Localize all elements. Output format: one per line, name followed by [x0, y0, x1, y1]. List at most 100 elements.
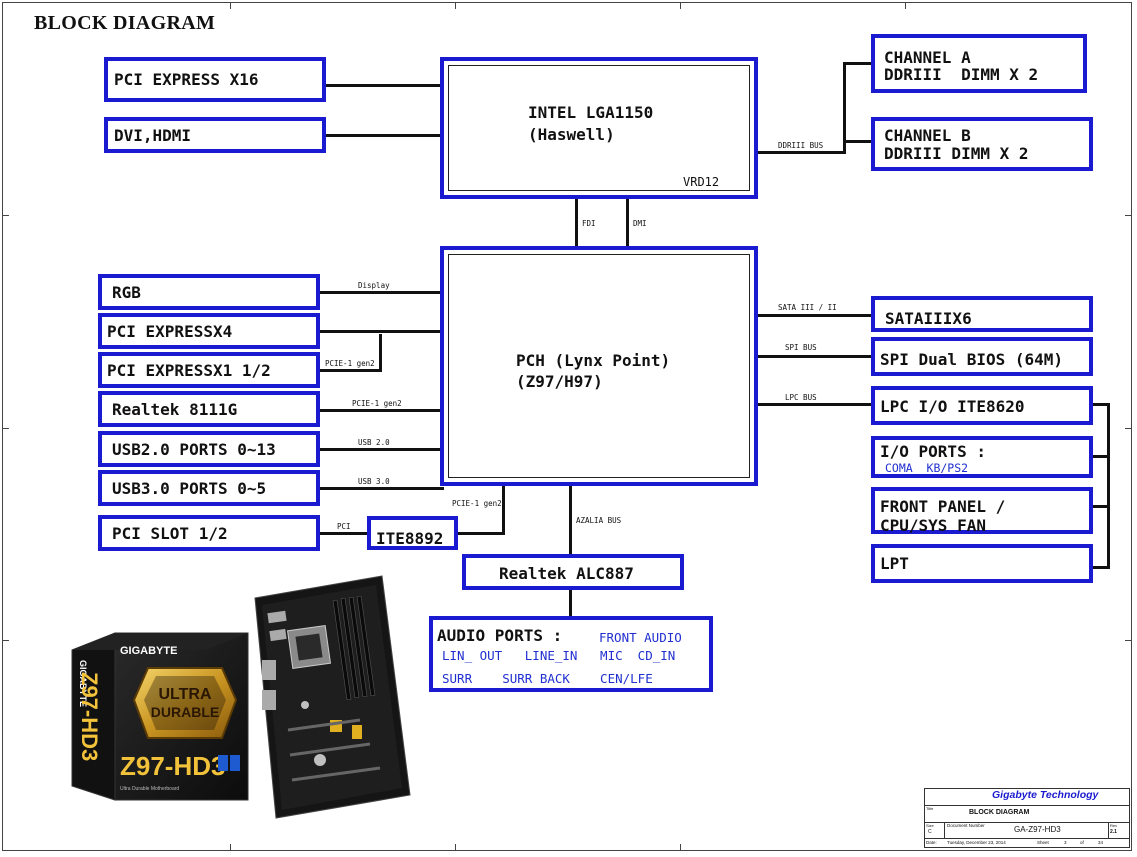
bus-label-lan: PCIE-1 gen2 — [352, 399, 402, 408]
wire-lpt — [1091, 566, 1109, 569]
block-label: I/O PORTS : — [880, 442, 986, 461]
block-audio-ports: AUDIO PORTS : FRONT AUDIO LIN_ OUT LINE_… — [429, 616, 713, 692]
block-label: RGB — [112, 283, 141, 302]
wire-front-panel — [1091, 505, 1109, 508]
rev-value: 2.1 — [1110, 829, 1117, 835]
block-dvi-hdmi: DVI,HDMI — [104, 117, 326, 153]
bus-label-spi: SPI BUS — [785, 343, 817, 352]
block-audio-codec: Realtek ALC887 — [462, 554, 684, 590]
date-value: Tuesday, December 23, 2014 — [947, 840, 1006, 845]
block-label: PCI EXPRESS X16 — [114, 70, 259, 89]
block-spi-bios: SPI Dual BIOS (64M) — [871, 337, 1093, 376]
frame-tick — [230, 844, 231, 851]
block-label: AUDIO PORTS : — [437, 626, 563, 645]
block-lpc-io: LPC I/O ITE8620 — [871, 386, 1093, 425]
frame-tick — [1125, 640, 1132, 641]
of-value: 34 — [1098, 840, 1104, 845]
block-ite8892: ITE8892 — [367, 516, 458, 550]
wire-chan-b — [843, 140, 874, 143]
audio-row-2: SURR SURR BACK CEN/LFE — [442, 671, 653, 686]
block-label: DVI,HDMI — [114, 126, 192, 145]
block-pcie-x16: PCI EXPRESS X16 — [104, 57, 326, 102]
wire-ite8892 — [455, 532, 505, 535]
title-block-rule — [924, 822, 1130, 823]
wire-pcie-x16 — [325, 84, 443, 87]
bus-label-display: Display — [358, 281, 390, 290]
block-label: SPI Dual BIOS (64M) — [880, 350, 1064, 369]
wire-io-ports — [1091, 455, 1109, 458]
block-lpt: LPT — [871, 544, 1093, 583]
bus-label-pci: PCI — [337, 522, 351, 531]
title-block-rule — [924, 805, 1130, 806]
wire-ite8892-vert — [502, 482, 505, 535]
bus-label-fdi: FDI — [582, 219, 596, 228]
block-label: USB2.0 PORTS 0~13 — [112, 440, 276, 459]
wire-ddr-vertical — [843, 62, 846, 154]
wire-fdi — [575, 197, 578, 249]
frame-tick — [2, 428, 9, 429]
block-label: SATAIIIX6 — [885, 309, 972, 328]
wire-lpc — [756, 403, 873, 406]
block-label: FRONT PANEL / — [880, 497, 1006, 516]
wire-pcie-x1 — [318, 369, 382, 372]
bus-label-dmi: DMI — [633, 219, 647, 228]
wire-pci — [318, 532, 370, 535]
block-rgb: RGB — [98, 274, 320, 310]
rev-label: Rev — [1110, 823, 1118, 828]
block-cpu: INTEL LGA1150 (Haswell) VRD12 — [440, 57, 758, 199]
size-label: Size — [926, 823, 934, 828]
block-io-ports: I/O PORTS : COMA KB/PS2 — [871, 436, 1093, 478]
block-label: Realtek ALC887 — [499, 564, 634, 583]
wire-pcie-x4 — [318, 330, 444, 333]
block-front-panel: FRONT PANEL / CPU/SYS FAN — [871, 487, 1093, 535]
block-label: CPU/SYS FAN — [880, 516, 986, 535]
bus-label-lpc: LPC BUS — [785, 393, 817, 402]
block-label: CHANNEL A — [884, 48, 971, 67]
block-label: PCI EXPRESSX1 1/2 — [107, 361, 271, 380]
wire-lan — [318, 409, 444, 412]
frame-tick — [455, 844, 456, 851]
pch-name: PCH (Lynx Point) — [516, 351, 671, 370]
wire-lpc-out — [1091, 403, 1109, 406]
block-pcie-x4: PCI EXPRESSX4 — [98, 313, 320, 349]
wire-audio-ports — [569, 589, 572, 619]
wire-azalia — [569, 482, 572, 556]
sheet-value: 3 — [1064, 840, 1067, 845]
block-pch: PCH (Lynx Point) (Z97/H97) — [440, 246, 758, 486]
date-label: Date: — [926, 840, 937, 845]
title-value: BLOCK DIAGRAM — [969, 809, 1030, 816]
cpu-name: INTEL LGA1150 — [528, 103, 654, 122]
block-label: LPT — [880, 554, 909, 573]
block-usb2: USB2.0 PORTS 0~13 — [98, 431, 320, 467]
frame-tick — [230, 2, 231, 9]
pch-inner-frame — [448, 254, 750, 478]
block-realtek-lan: Realtek 8111G — [98, 391, 320, 427]
block-channel-a: CHANNEL A DDRIII DIMM X 2 — [871, 34, 1087, 93]
block-label: Realtek 8111G — [112, 400, 238, 419]
bus-label-usb2: USB 2.0 — [358, 438, 390, 447]
block-label: CHANNEL B — [884, 126, 971, 145]
wire-ddr-bus — [756, 151, 846, 154]
block-label: PCI SLOT 1/2 — [112, 524, 228, 543]
document-number-label: Document Number — [947, 823, 985, 828]
block-pcie-x1: PCI EXPRESSX1 1/2 — [98, 352, 320, 388]
title-label: Title — [926, 806, 934, 811]
bus-label-usb3: USB 3.0 — [358, 477, 390, 486]
diagram-title: BLOCK DIAGRAM — [34, 12, 216, 34]
pch-model: (Z97/H97) — [516, 372, 603, 391]
cpu-codename: (Haswell) — [528, 125, 615, 144]
block-pci-slot: PCI SLOT 1/2 — [98, 515, 320, 551]
bus-label-sata: SATA III / II — [778, 303, 837, 312]
wire-spi — [756, 355, 873, 358]
wire-usb2 — [318, 448, 444, 451]
frame-tick — [2, 640, 9, 641]
bus-label-azalia: AZALIA BUS — [576, 516, 622, 525]
bus-label-ite8892: PCIE-1 gen2 — [452, 499, 502, 508]
wire-pcie-x1-vert — [379, 334, 382, 372]
title-block-rule — [924, 838, 1130, 839]
of-label: of — [1080, 840, 1084, 845]
bus-label-ddr: DDRIII BUS — [778, 141, 824, 150]
document-number-value: GA-Z97-HD3 — [1014, 825, 1061, 834]
block-label: LPC I/O ITE8620 — [880, 397, 1025, 416]
